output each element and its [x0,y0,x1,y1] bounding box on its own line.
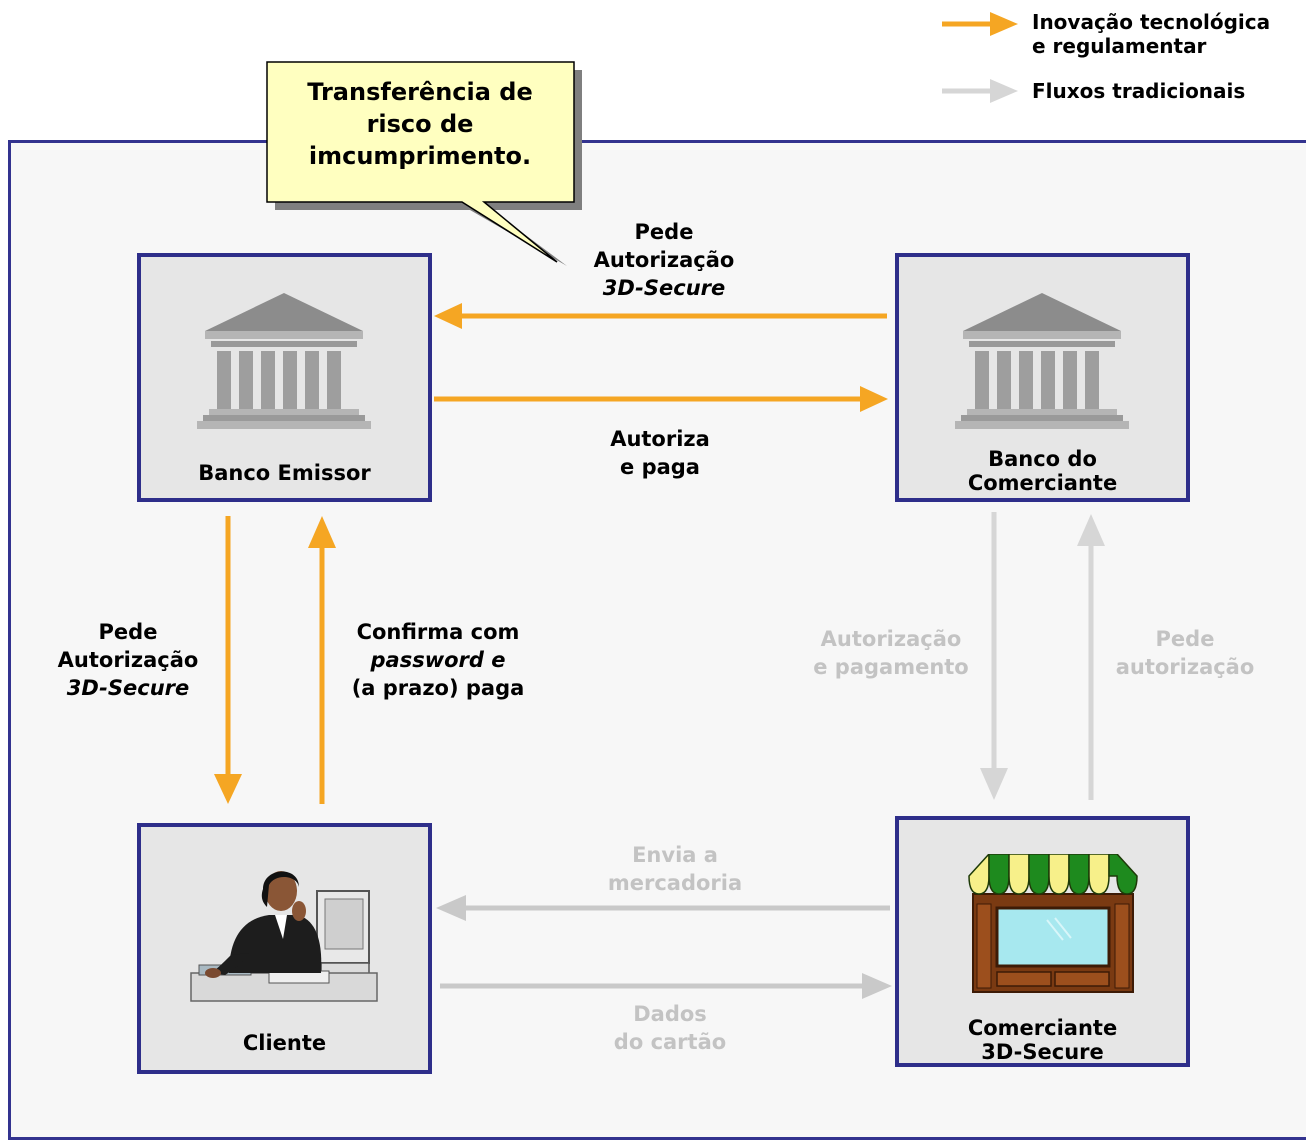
label-pede-autorizacao-left: Pede Autorização 3D-Secure [57,620,199,700]
legend-innovation-label: Inovação tecnológica e regulamentar [1032,10,1271,58]
node-banco-comerciante-label: Banco do Comerciante [967,447,1118,495]
bank-icon [197,293,371,429]
callout-text: Transferência de risco de imcumprimento. [307,78,533,170]
label-autorizacao-pagamento: Autorização e pagamento [813,627,969,679]
node-comerciante: Comerciante 3D-Secure [895,816,1190,1067]
node-banco-emissor-label: Banco Emissor [198,461,371,485]
legend-innovation-arrow [942,12,1018,36]
arrow-autoriza-paga [434,386,888,412]
label-envia-mercadoria: Envia a mercadoria [607,843,743,895]
legend-traditional-label: Fluxos tradicionais [1032,79,1246,103]
woman-at-computer-icon [190,871,378,1002]
legend-traditional-arrow [942,79,1018,103]
arrow-confirma [308,516,336,804]
node-banco-emissor: Banco Emissor [137,253,432,502]
bank-icon [955,293,1129,429]
arrow-autorizacao-pagamento [980,512,1008,800]
node-banco-comerciante: Banco do Comerciante [895,253,1190,502]
node-comerciante-label: Comerciante 3D-Secure [967,1016,1118,1064]
label-pede-autorizacao-top: Pede Autorização 3D-Secure [593,220,735,300]
storefront-icon [968,854,1138,993]
arrow-pede-autorizacao-right [1077,514,1105,800]
label-autoriza-paga: Autoriza e paga [610,427,710,479]
node-cliente: Cliente [137,823,432,1074]
arrow-pede-autorizacao-top [434,303,887,329]
node-cliente-label: Cliente [242,1031,327,1055]
arrow-envia-mercadoria [436,895,890,921]
label-confirma: Confirma com password e (a prazo) paga [351,620,525,700]
arrow-dados-cartao [440,973,892,999]
arrow-pede-autorizacao-left [214,516,242,804]
callout-bubble [266,61,575,263]
label-dados-cartao: Dados do cartão [613,1002,727,1054]
label-pede-autorizacao-right: Pede autorização [1115,627,1255,679]
